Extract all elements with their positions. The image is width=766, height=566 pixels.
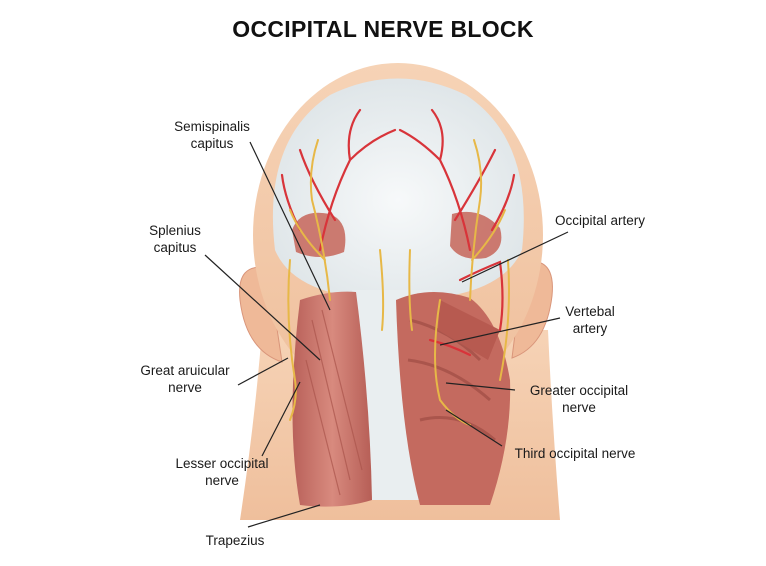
label-third-occipital-nerve: Third occipital nerve [514,446,636,461]
left-occipitalis [292,212,346,257]
page-title: OCCIPITAL NERVE BLOCK [232,16,534,42]
leader-lines [204,141,569,528]
arteries [280,108,516,357]
left-muscle-group [292,291,372,507]
nerves [287,139,510,426]
label-trapezius: Trapezius [205,533,265,548]
label-occipital-artery: Occipital artery [554,213,646,228]
